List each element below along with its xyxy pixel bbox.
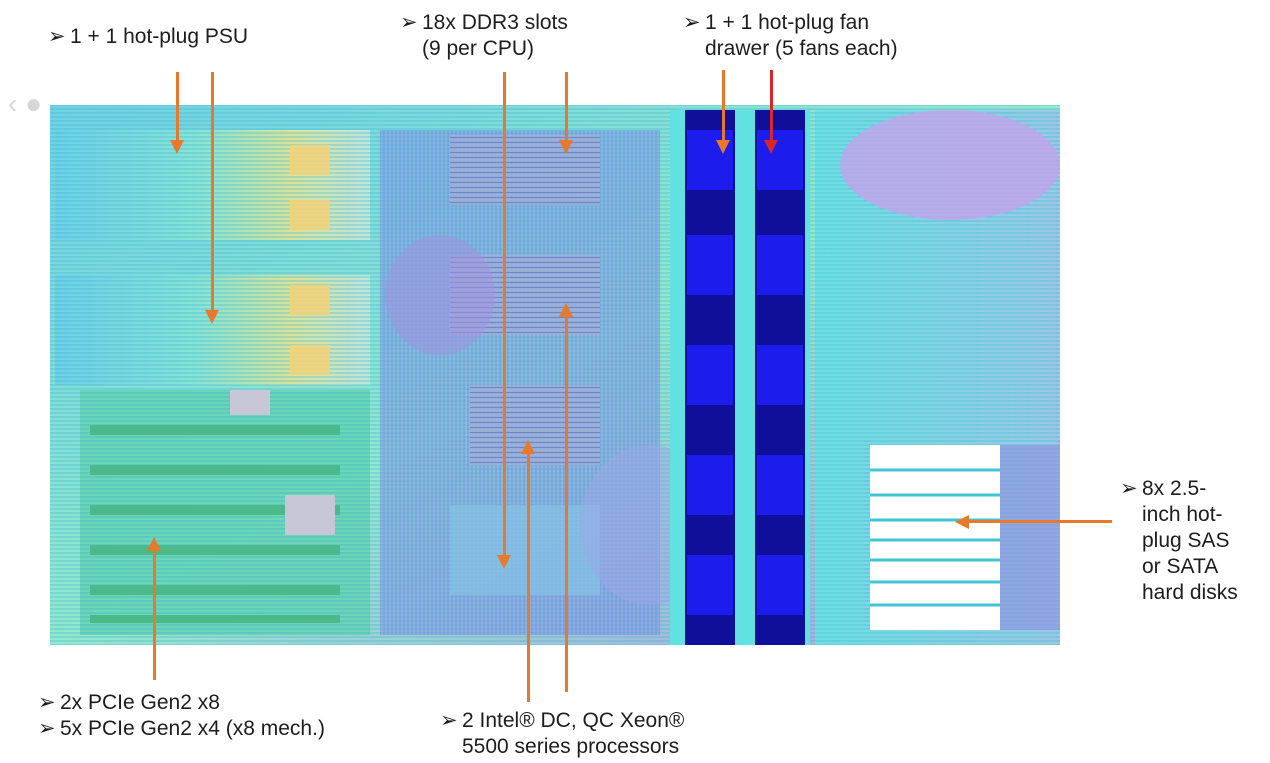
- airflow-board-diagram: [50, 105, 1060, 645]
- fan-arrow-1-head: [716, 140, 730, 154]
- cpu-label: ➢2 Intel® DC, QC Xeon® 5500 series proce…: [440, 709, 685, 758]
- ghost-nav-icon: ‹ ●: [8, 88, 43, 119]
- cpu-arrow-2: [565, 315, 568, 692]
- disks-label: ➢8x 2.5- inch hot- plug SAS or SATA hard…: [1120, 477, 1238, 604]
- disks-arrow: [967, 520, 1112, 523]
- fan-arrow-1: [722, 70, 725, 142]
- psu-arrow-2-head: [205, 310, 219, 324]
- psu-arrow-1: [176, 72, 179, 142]
- psu-arrow-1-head: [170, 140, 184, 154]
- disks-arrow-head: [955, 515, 969, 529]
- fan-drawer-label: ➢1 + 1 hot-plug fan drawer (5 fans each): [683, 11, 898, 60]
- pcie-arrow-head: [147, 537, 161, 551]
- fan-block-group: [687, 130, 803, 615]
- fan-arrow-2: [770, 70, 773, 142]
- cpu-arrow-1-head: [521, 440, 535, 454]
- psu-arrow-2: [211, 72, 214, 312]
- cpu-arrow-1: [527, 452, 530, 702]
- ddr3-arrow-1: [503, 72, 506, 557]
- ddr3-arrow-1-head: [497, 555, 511, 569]
- pcie-label: ➢2x PCIe Gen2 x8 ➢5x PCIe Gen2 x4 (x8 me…: [38, 691, 325, 740]
- cpu-arrow-2-head: [559, 303, 573, 317]
- fan-arrow-2-head: [764, 140, 778, 154]
- psu-label: ➢1 + 1 hot-plug PSU: [48, 25, 249, 48]
- ddr3-arrow-2: [565, 72, 568, 142]
- pcie-arrow: [153, 549, 156, 680]
- ddr3-arrow-2-head: [559, 140, 573, 154]
- ddr3-label: ➢18x DDR3 slots (9 per CPU): [400, 11, 568, 60]
